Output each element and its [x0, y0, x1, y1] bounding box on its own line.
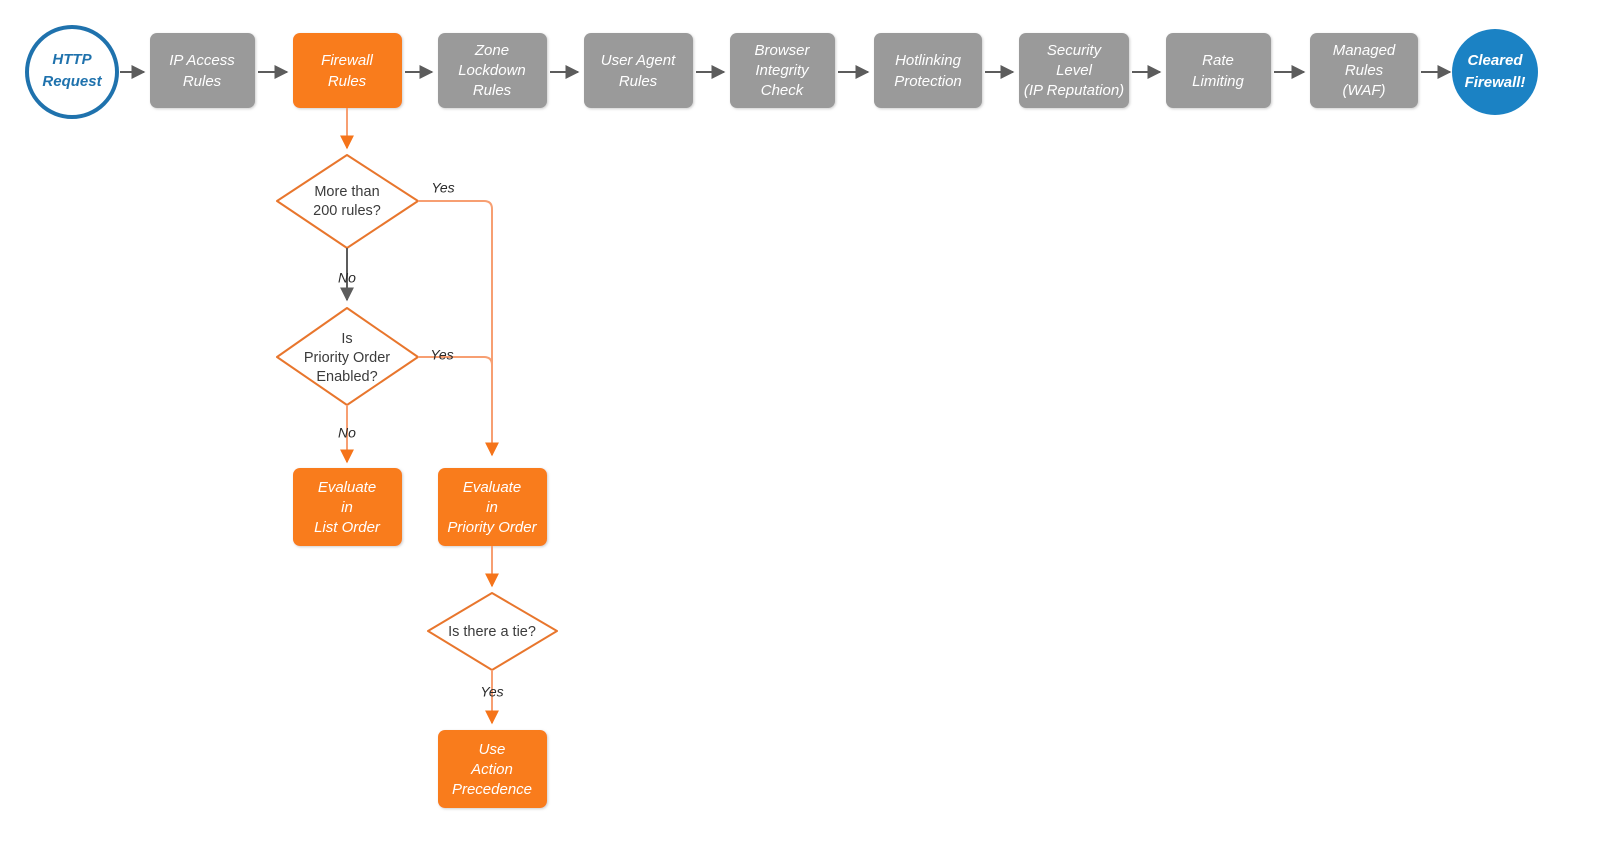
node-user-agent-rules-line-1: User Agent	[601, 52, 676, 69]
node-evaluate-in-priority-order[interactable]: Evaluate in Priority Order	[438, 468, 547, 546]
node-rate-limiting[interactable]: Rate Limiting	[1166, 33, 1271, 108]
edge-200rules-yes-to-priority-order	[418, 200, 499, 457]
node-browser-integrity-check-line-3: Check	[761, 82, 805, 99]
node-is-there-a-tie[interactable]: Is there a tie?	[427, 592, 558, 671]
node-cleared-firewall-line-2: Firewall!	[1465, 74, 1526, 91]
node-user-agent-rules[interactable]: User Agent Rules	[584, 33, 693, 108]
node-ip-access-rules-line-2: Rules	[183, 73, 222, 90]
node-firewall-rules[interactable]: Firewall Rules	[293, 33, 402, 108]
node-is-priority-order-enabled[interactable]: Is Priority Order Enabled?	[276, 307, 419, 406]
node-evaluate-in-list-order-line-3: List Order	[314, 519, 381, 536]
node-user-agent-rules-line-2: Rules	[619, 73, 658, 90]
node-ip-access-rules[interactable]: IP Access Rules	[150, 33, 255, 108]
node-browser-integrity-check-line-2: Integrity	[755, 62, 810, 79]
node-firewall-rules-line-1: Firewall	[321, 52, 373, 69]
edge-label-200rules-yes: Yes	[431, 180, 454, 196]
node-use-action-precedence-line-1: Use	[479, 741, 506, 758]
node-browser-integrity-check-line-1: Browser	[754, 42, 810, 59]
node-zone-lockdown-rules[interactable]: Zone Lockdown Rules	[438, 33, 547, 108]
node-evaluate-in-list-order[interactable]: Evaluate in List Order	[293, 468, 402, 546]
node-hotlinking-protection[interactable]: Hotlinking Protection	[874, 33, 982, 108]
node-security-level-line-2: Level	[1056, 62, 1093, 79]
node-http-request-line-2: Request	[42, 73, 102, 90]
node-cleared-firewall[interactable]: Cleared Firewall!	[1452, 29, 1538, 115]
node-managed-rules-waf[interactable]: Managed Rules (WAF)	[1310, 33, 1418, 108]
node-hotlinking-protection-line-1: Hotlinking	[895, 52, 962, 69]
node-is-priority-order-enabled-line-2: Priority Order	[304, 350, 390, 366]
node-security-level-line-3: (IP Reputation)	[1024, 82, 1124, 99]
node-evaluate-in-priority-order-line-1: Evaluate	[463, 479, 521, 496]
node-browser-integrity-check[interactable]: Browser Integrity Check	[730, 33, 835, 108]
node-security-level[interactable]: Security Level (IP Reputation)	[1019, 33, 1129, 108]
node-rate-limiting-line-2: Limiting	[1192, 73, 1244, 90]
node-is-priority-order-enabled-line-1: Is	[341, 331, 352, 347]
edge-label-200rules-no: No	[338, 270, 356, 286]
node-is-priority-order-enabled-line-3: Enabled?	[316, 369, 377, 385]
node-zone-lockdown-rules-line-1: Zone	[474, 42, 509, 59]
node-evaluate-in-list-order-line-2: in	[341, 499, 353, 516]
node-http-request[interactable]: HTTP Request	[25, 25, 119, 119]
node-ip-access-rules-line-1: IP Access	[169, 52, 235, 69]
node-more-than-200-rules-line-1: More than	[314, 184, 379, 200]
node-evaluate-in-priority-order-line-3: Priority Order	[447, 519, 537, 536]
node-evaluate-in-priority-order-line-2: in	[486, 499, 498, 516]
edge-label-tie-yes: Yes	[480, 684, 503, 700]
node-http-request-line-1: HTTP	[52, 51, 92, 68]
node-zone-lockdown-rules-line-3: Rules	[473, 82, 512, 99]
node-rate-limiting-line-1: Rate	[1202, 52, 1234, 69]
node-use-action-precedence[interactable]: Use Action Precedence	[438, 730, 547, 808]
edge-priority-enabled-yes-to-priority-order	[418, 356, 493, 420]
node-use-action-precedence-line-2: Action	[470, 761, 513, 778]
node-is-there-a-tie-line-1: Is there a tie?	[448, 624, 536, 640]
node-evaluate-in-list-order-line-1: Evaluate	[318, 479, 376, 496]
edge-label-priority-enabled-no: No	[338, 425, 356, 441]
node-zone-lockdown-rules-line-2: Lockdown	[458, 62, 526, 79]
node-more-than-200-rules-line-2: 200 rules?	[313, 203, 381, 219]
node-managed-rules-waf-line-1: Managed	[1333, 42, 1396, 59]
node-hotlinking-protection-line-2: Protection	[894, 73, 962, 90]
node-managed-rules-waf-line-3: (WAF)	[1342, 82, 1385, 99]
node-more-than-200-rules[interactable]: More than 200 rules?	[276, 154, 419, 249]
node-use-action-precedence-line-3: Precedence	[452, 781, 532, 798]
node-managed-rules-waf-line-2: Rules	[1345, 62, 1384, 79]
node-cleared-firewall-line-1: Cleared	[1467, 52, 1523, 69]
node-firewall-rules-line-2: Rules	[328, 73, 367, 90]
edge-label-priority-enabled-yes: Yes	[430, 347, 453, 363]
node-security-level-line-1: Security	[1047, 42, 1103, 59]
